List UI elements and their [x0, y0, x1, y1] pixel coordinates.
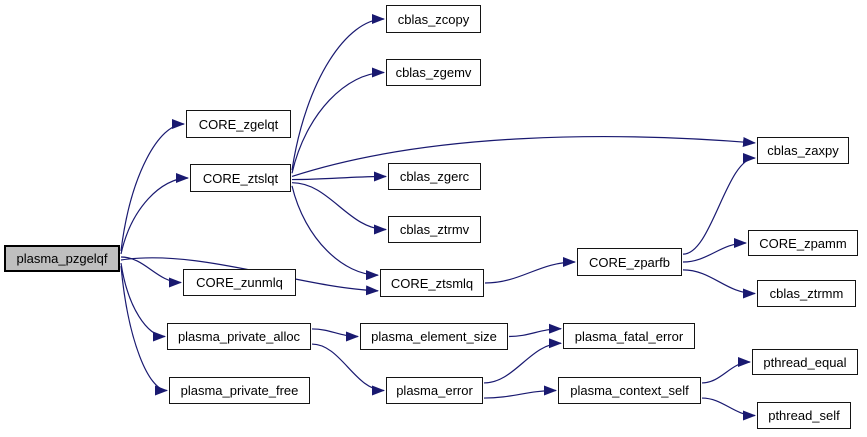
node-cblas_ztrmv[interactable]: cblas_ztrmv: [388, 216, 481, 243]
node-plasma_error[interactable]: plasma_error: [386, 377, 483, 404]
edge-plasma_context_self-to-pthread_self: [701, 397, 756, 421]
edge-plasma_context_self-to-pthread_equal: [701, 357, 751, 384]
edge-plasma_pzgelqf-to-CORE_zgelqt: [120, 119, 185, 252]
node-CORE_zgelqt[interactable]: CORE_zgelqt: [186, 110, 291, 138]
node-CORE_zpamm[interactable]: CORE_zpamm: [748, 230, 858, 256]
node-cblas_zgerc[interactable]: cblas_zgerc: [388, 163, 481, 190]
node-CORE_ztsmlq[interactable]: CORE_ztsmlq: [380, 269, 484, 297]
edge-CORE_zparfb-to-CORE_zpamm: [682, 238, 747, 263]
node-pthread_equal[interactable]: pthread_equal: [752, 349, 858, 375]
node-plasma_private_alloc[interactable]: plasma_private_alloc: [167, 323, 311, 350]
edge-plasma_element_size-to-plasma_fatal_error: [508, 323, 562, 338]
node-cblas_zgemv[interactable]: cblas_zgemv: [386, 59, 481, 86]
edge-plasma_private_alloc-to-plasma_element_size: [311, 328, 359, 342]
node-plasma_context_self[interactable]: plasma_context_self: [558, 377, 701, 404]
edge-plasma_pzgelqf-to-plasma_private_free: [120, 266, 168, 396]
node-CORE_zparfb[interactable]: CORE_zparfb: [577, 248, 682, 276]
edge-plasma_error-to-plasma_context_self: [483, 385, 557, 399]
edge-plasma_private_alloc-to-plasma_error: [311, 343, 385, 396]
edge-CORE_ztslqt-to-cblas_zaxpy: [291, 136, 756, 178]
edge-CORE_ztslqt-to-cblas_ztrmv: [291, 182, 387, 235]
node-plasma_element_size[interactable]: plasma_element_size: [360, 323, 508, 350]
edge-CORE_ztslqt-to-CORE_ztsmlq: [291, 185, 379, 281]
node-CORE_zunmlq[interactable]: CORE_zunmlq: [183, 269, 296, 296]
edge-CORE_zparfb-to-cblas_ztrmm: [682, 269, 756, 299]
node-cblas_zcopy[interactable]: cblas_zcopy: [386, 5, 481, 33]
node-CORE_ztslqt[interactable]: CORE_ztslqt: [190, 164, 291, 192]
edge-CORE_ztslqt-to-cblas_zgemv: [291, 67, 385, 174]
edge-plasma_pzgelqf-to-CORE_ztslqt: [120, 173, 189, 255]
edge-CORE_ztsmlq-to-CORE_zparfb: [484, 257, 576, 284]
node-plasma_fatal_error[interactable]: plasma_fatal_error: [563, 323, 695, 349]
edge-plasma_pzgelqf-to-CORE_zunmlq: [120, 256, 182, 288]
edge-CORE_zparfb-to-cblas_zaxpy: [682, 153, 756, 255]
node-cblas_zaxpy[interactable]: cblas_zaxpy: [757, 137, 849, 164]
edge-CORE_ztslqt-to-cblas_zgerc: [291, 171, 387, 182]
edge-plasma_pzgelqf-to-plasma_private_alloc: [120, 262, 166, 342]
node-pthread_self[interactable]: pthread_self: [757, 402, 851, 429]
node-plasma_pzgelqf: plasma_pzgelqf: [4, 245, 120, 272]
edge-CORE_ztslqt-to-cblas_zcopy: [291, 14, 385, 171]
node-plasma_private_free[interactable]: plasma_private_free: [169, 377, 310, 404]
node-cblas_ztrmm[interactable]: cblas_ztrmm: [757, 280, 856, 307]
